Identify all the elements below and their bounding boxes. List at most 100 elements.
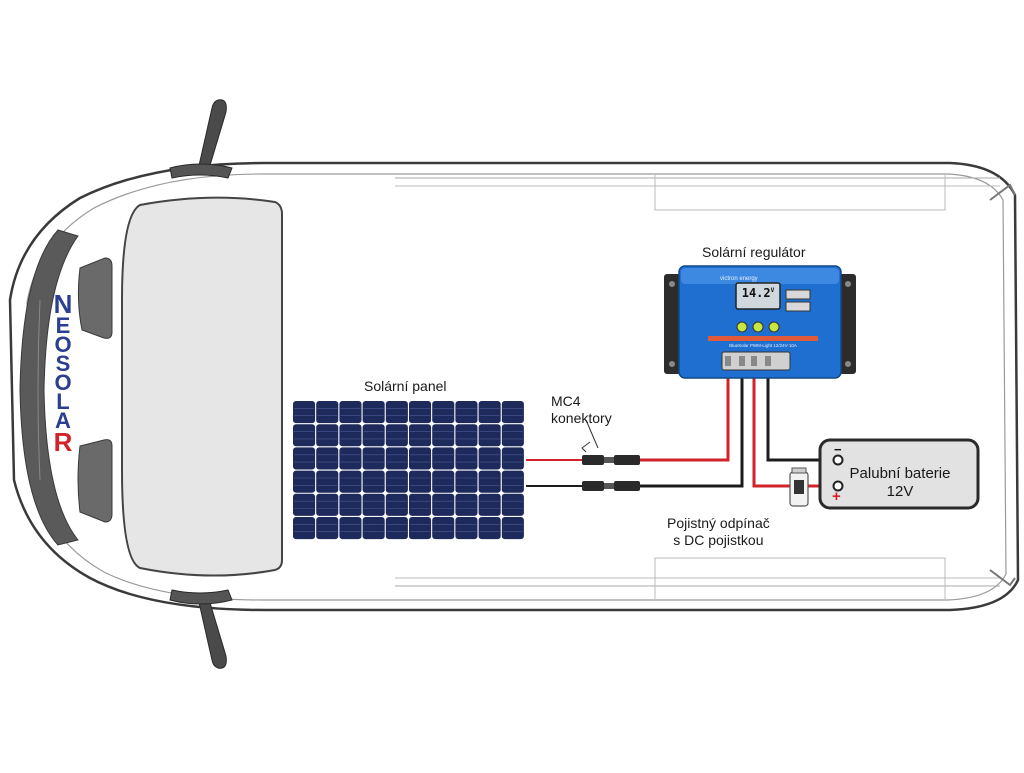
solar-cell	[409, 493, 432, 516]
mc4-bottom-male	[582, 481, 604, 491]
solar-cell	[385, 517, 408, 540]
solar-cell	[455, 517, 478, 540]
mc4-top-male	[582, 455, 604, 465]
label-battery-line1: Palubní baterie	[849, 465, 951, 482]
solar-cell	[409, 447, 432, 470]
solar-cell	[501, 470, 524, 493]
regulator-top-bar	[681, 268, 839, 284]
solar-cell	[339, 447, 362, 470]
solar-cell	[455, 447, 478, 470]
van-nose	[19, 229, 79, 546]
mirror-top	[197, 99, 227, 173]
solar-cell	[478, 401, 501, 424]
solar-panel	[292, 400, 526, 541]
wire-mc4-to-regulator-positive	[640, 378, 730, 462]
solar-cell	[293, 447, 316, 470]
solar-cell	[316, 493, 339, 516]
headlight-right	[77, 439, 113, 523]
solar-cell	[362, 424, 385, 447]
windshield	[121, 196, 283, 577]
status-led	[736, 321, 748, 333]
logo-letter: O	[54, 332, 72, 357]
solar-cell	[501, 447, 524, 470]
solar-cell	[501, 493, 524, 516]
solar-cell	[409, 517, 432, 540]
wire-regulator-to-battery-negative	[766, 378, 836, 462]
solar-cell	[316, 517, 339, 540]
solar-cell	[293, 401, 316, 424]
battery-plus-sign: +	[832, 488, 841, 505]
solar-cell	[478, 493, 501, 516]
solar-cell	[478, 447, 501, 470]
van-inner-outline	[26, 173, 1007, 601]
solar-cell	[455, 401, 478, 424]
solar-cell	[432, 470, 455, 493]
logo-letter: N	[53, 289, 73, 319]
solar-cell	[316, 401, 339, 424]
label-mc4: MC4 konektory	[551, 393, 612, 427]
solar-cell	[409, 401, 432, 424]
solar-cell	[339, 493, 362, 516]
solar-cell	[385, 401, 408, 424]
label-mc4-line2: konektory	[551, 410, 612, 426]
solar-cell	[478, 517, 501, 540]
rear-pillar-bottom	[989, 569, 1016, 587]
battery: − +	[818, 438, 980, 510]
regulator-display: 14.2V	[741, 286, 775, 300]
regulator-model-text: BlueSolar PWM-Light 12/24V-10A	[729, 343, 797, 348]
solar-cell	[455, 493, 478, 516]
status-led	[768, 321, 780, 333]
solar-cell	[501, 401, 524, 424]
mirror-bottom-mount	[169, 589, 233, 605]
solar-cell	[293, 470, 316, 493]
fuse-top-clip	[791, 467, 807, 474]
solar-cell	[385, 447, 408, 470]
solar-cell	[362, 470, 385, 493]
solar-cell	[362, 401, 385, 424]
rear-pillar-top	[989, 183, 1016, 201]
solar-cell	[316, 447, 339, 470]
regulator-model-strip	[708, 336, 818, 341]
logo-letter: R	[53, 427, 73, 457]
solar-cell	[385, 424, 408, 447]
mc4-bottom-female	[614, 481, 640, 491]
mount-screw	[845, 361, 851, 367]
usb-port	[785, 289, 811, 300]
solar-cell	[501, 517, 524, 540]
regulator-display-value: 14.2	[741, 286, 771, 300]
mc4-pointer	[585, 419, 599, 449]
label-fuse: Pojistný odpínač s DC pojistkou	[667, 515, 770, 549]
mount-screw	[669, 281, 675, 287]
logo-letter: S	[55, 351, 71, 376]
solar-cell	[339, 517, 362, 540]
van-body	[8, 99, 1020, 669]
wiring	[526, 378, 836, 488]
usb-port	[785, 301, 811, 312]
mc4-pointer-arrow	[581, 441, 591, 453]
solar-regulator: BlueSolar PWM-Light 12/24V-10A victron e…	[664, 265, 856, 379]
logo-letter: O	[54, 370, 72, 395]
battery-minus-sign: −	[834, 442, 842, 457]
solar-cell	[339, 470, 362, 493]
label-fuse-line1: Pojistný odpínač	[667, 515, 770, 531]
mc4-connectors	[581, 419, 640, 491]
solar-cell	[432, 424, 455, 447]
label-battery-line2: 12V	[886, 483, 914, 500]
door-bottom	[654, 557, 946, 600]
logo-letter: A	[55, 408, 71, 433]
solar-cell	[293, 517, 316, 540]
solar-cell	[362, 493, 385, 516]
battery-terminal-negative	[832, 454, 844, 466]
solar-cell	[293, 493, 316, 516]
solar-cell	[339, 424, 362, 447]
wire-regulator-to-fuse-positive	[752, 378, 792, 488]
solar-cell	[432, 493, 455, 516]
battery-body	[818, 438, 980, 510]
terminal	[765, 356, 771, 366]
fuse-lever	[794, 480, 804, 494]
mc4-top-female	[614, 455, 640, 465]
solar-cell	[455, 470, 478, 493]
label-battery: Palubní baterie 12V	[822, 465, 978, 501]
solar-cell	[478, 470, 501, 493]
